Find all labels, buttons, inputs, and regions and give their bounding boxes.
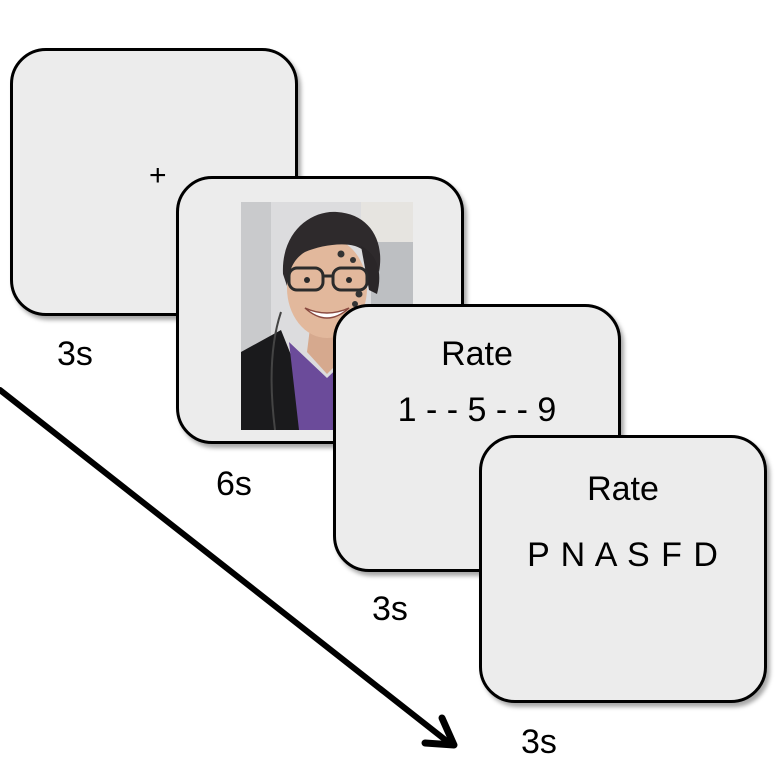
fixation-cross: + — [149, 159, 167, 192]
valence-scale: 1 - - 5 - - 9 — [397, 391, 557, 429]
category-rating-screen: Rate P N A S F D — [479, 435, 767, 703]
duration-label: 3s — [57, 335, 93, 373]
duration-label: 3s — [372, 590, 408, 628]
duration-label: 3s — [521, 723, 557, 761]
rate-label: Rate — [587, 470, 659, 508]
rate-label: Rate — [441, 335, 513, 373]
duration-label: 6s — [216, 465, 252, 503]
category-scale: P N A S F D — [527, 536, 719, 574]
